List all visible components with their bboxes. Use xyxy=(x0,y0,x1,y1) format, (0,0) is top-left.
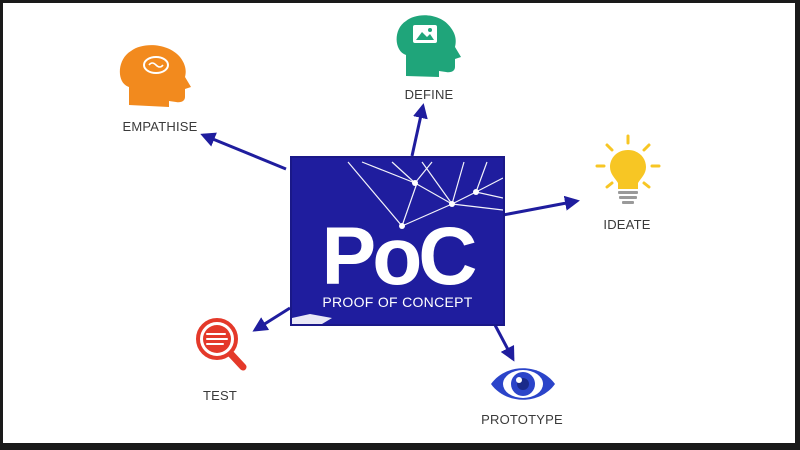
label-define: DEFINE xyxy=(404,87,454,102)
lightbulb-icon xyxy=(595,134,661,204)
arrow-to-empathise xyxy=(200,132,287,171)
label-test: TEST xyxy=(202,388,238,403)
eye-icon xyxy=(491,368,555,400)
arrow-to-test xyxy=(252,306,291,332)
head-brain-icon xyxy=(119,45,191,107)
head-image-icon xyxy=(396,15,461,77)
label-empathise: EMPATHISE xyxy=(122,119,198,134)
diagram-canvas: PoC PROOF OF CONCEPT EMPATHISE DEFINE ID… xyxy=(3,3,795,443)
arrow-to-define xyxy=(410,103,428,157)
poc-subtitle: PROOF OF CONCEPT xyxy=(322,294,473,310)
arrow-to-prototype xyxy=(493,324,515,362)
arrow-to-ideate xyxy=(502,195,580,217)
magnifier-icon xyxy=(196,318,247,371)
label-ideate: IDEATE xyxy=(603,217,651,232)
network-lines-graphic xyxy=(292,161,503,324)
diagram-svg xyxy=(119,15,661,400)
label-prototype: PROTOTYPE xyxy=(481,412,563,427)
poc-title: PoC xyxy=(321,211,478,302)
poc-center-box: PoC PROOF OF CONCEPT xyxy=(290,156,505,326)
